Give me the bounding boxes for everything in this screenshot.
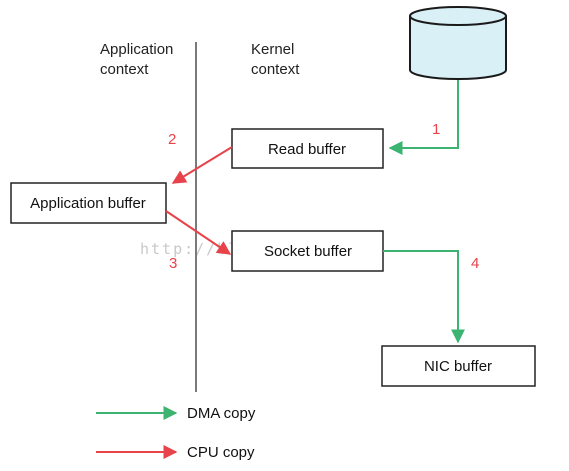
step-2-label: 2 <box>168 131 176 148</box>
dma-arrow-1 <box>388 80 459 155</box>
application-buffer-label: Application buffer <box>30 195 146 212</box>
disk-icon <box>409 6 507 80</box>
kernel-context-line-1: Kernel <box>251 41 295 58</box>
nic-buffer-box: NIC buffer <box>381 345 536 387</box>
application-buffer-box: Application buffer <box>10 182 167 224</box>
kernel-context-line-2: context <box>251 61 300 78</box>
legend-cpu-label: CPU copy <box>187 444 255 461</box>
read-buffer-label: Read buffer <box>268 141 346 158</box>
application-context-line-1: Application <box>100 41 174 58</box>
step-1-label: 1 <box>432 121 440 138</box>
kernel-context-label: Kernel context <box>251 40 299 80</box>
cpu-arrow-2 <box>171 146 233 184</box>
step-4-label: 4 <box>471 255 479 272</box>
socket-buffer-box: Socket buffer <box>231 230 384 272</box>
legend: DMA copy CPU copy <box>96 405 256 461</box>
application-context-label: Application context <box>100 40 173 80</box>
nic-buffer-label: NIC buffer <box>424 358 492 375</box>
socket-buffer-label: Socket buffer <box>264 243 352 260</box>
dma-arrow-4 <box>383 250 465 344</box>
application-context-line-2: context <box>100 61 149 78</box>
step-3-label: 3 <box>169 255 177 272</box>
cpu-arrow-3 <box>165 210 232 255</box>
legend-dma-label: DMA copy <box>187 405 256 422</box>
read-buffer-box: Read buffer <box>231 128 384 169</box>
